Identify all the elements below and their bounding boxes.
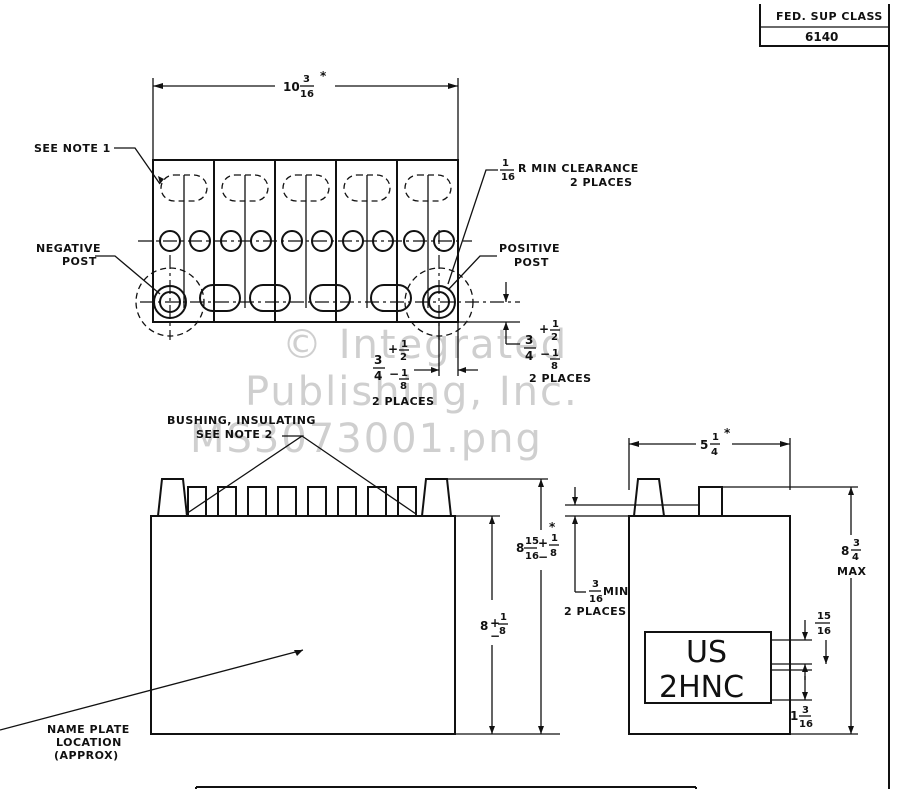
name-plate-label-3: (APPROX) xyxy=(54,749,119,762)
marking-line-1: US xyxy=(686,635,727,670)
right-dim-den: 4 xyxy=(525,349,533,363)
right-dim-plus-num: 1 xyxy=(552,319,559,330)
bottom-dim-minus-num: 1 xyxy=(401,368,408,379)
side-width-star: * xyxy=(724,426,731,440)
bushing-note: SEE NOTE 2 xyxy=(196,428,273,441)
bottom-dim-places: 2 PLACES xyxy=(372,395,435,408)
side-width-num: 1 xyxy=(712,432,719,443)
top-width-den: 16 xyxy=(300,89,314,100)
overall-height-num: 15 xyxy=(525,536,539,547)
marking-plate xyxy=(644,631,772,704)
plate-top-num: 15 xyxy=(817,611,831,622)
top-width-whole: 10 xyxy=(283,80,300,94)
bottom-dim-plus: + xyxy=(388,342,398,356)
case-height-whole: 8 xyxy=(480,619,488,633)
max-height-den: 4 xyxy=(852,552,859,563)
bottom-dim-minus-den: 8 xyxy=(400,381,407,392)
plate-top-den: 16 xyxy=(817,626,831,637)
right-dim-places: 2 PLACES xyxy=(529,372,592,385)
negative-post-label-1: NEGATIVE xyxy=(36,242,101,255)
watermark: © Integrated Publishing, Inc. MS3073001.… xyxy=(190,322,579,462)
case-height-plus-num: 1 xyxy=(500,612,507,623)
right-dim-num: 3 xyxy=(525,333,533,347)
case-height-minus: − xyxy=(490,629,500,643)
see-note-1-label: SEE NOTE 1 xyxy=(34,142,111,155)
right-dim-plus-den: 2 xyxy=(551,332,558,343)
title-block: FED. SUP CLASS 6140 xyxy=(759,4,890,47)
min-dim-den: 16 xyxy=(589,594,603,605)
max-height-label: MAX xyxy=(837,565,866,578)
min-dim-places: 2 PLACES xyxy=(564,605,627,618)
top-width-star: * xyxy=(320,69,327,83)
max-height-num: 3 xyxy=(853,538,860,549)
overall-height-star: * xyxy=(549,520,556,534)
top-width-num: 3 xyxy=(303,74,310,85)
max-height-whole: 8 xyxy=(841,544,849,558)
positive-post-label-2: POST xyxy=(514,256,549,269)
overall-height-minus-den: 8 xyxy=(550,548,557,559)
front-view: BUSHING, INSULATING SEE NOTE 2 NAME PLAT… xyxy=(0,414,560,762)
positive-post-label-1: POSITIVE xyxy=(499,242,560,255)
case-height-minus-den: 8 xyxy=(499,626,506,637)
side-view: 5 1 4 * 3 16 MIN 2 PLACES 8 3 4 MAX xyxy=(564,426,866,735)
case-height-plus: + xyxy=(490,616,500,630)
right-dim-minus-num: 1 xyxy=(552,348,559,359)
clearance-den: 16 xyxy=(501,172,515,183)
right-dim-plus: + xyxy=(539,322,549,336)
bottom-dim-plus-den: 2 xyxy=(400,352,407,363)
overall-height-whole: 8 xyxy=(516,541,524,555)
bushing-label: BUSHING, INSULATING xyxy=(167,414,316,427)
front-view-case xyxy=(150,515,456,735)
watermark-line-1: © Integrated xyxy=(282,322,568,368)
name-plate-label-1: NAME PLATE xyxy=(47,723,130,736)
watermark-line-2: Publishing, Inc. xyxy=(245,369,579,415)
title-block-value: 6140 xyxy=(805,30,838,44)
watermark-line-3: MS3073001.png xyxy=(190,416,543,462)
overall-height-plus: + xyxy=(538,536,548,550)
plate-bottom-num: 3 xyxy=(802,705,809,716)
negative-post-label-2: POST xyxy=(62,255,97,268)
side-width-den: 4 xyxy=(711,447,718,458)
plate-bottom-den: 16 xyxy=(799,719,813,730)
bottom-dim-num: 3 xyxy=(374,353,382,367)
marking-line-2: 2HNC xyxy=(659,670,744,705)
clearance-label: R MIN CLEARANCE xyxy=(518,162,639,175)
clearance-num: 1 xyxy=(502,158,509,169)
side-width-whole: 5 xyxy=(700,438,708,452)
bottom-dim-den: 4 xyxy=(374,369,382,383)
overall-height-den: 16 xyxy=(525,551,539,562)
min-dim-num: 3 xyxy=(592,579,599,590)
overall-height-plus-num: 1 xyxy=(551,533,558,544)
plate-bottom-whole: 1 xyxy=(790,709,798,723)
title-block-heading: FED. SUP CLASS xyxy=(776,10,883,23)
overall-height-minus: − xyxy=(538,550,548,564)
name-plate-label-2: LOCATION xyxy=(56,736,122,749)
right-dim-minus-den: 8 xyxy=(551,361,558,372)
bottom-dim-plus-num: 1 xyxy=(401,339,408,350)
bottom-dim-minus: − xyxy=(389,367,399,381)
clearance-places: 2 PLACES xyxy=(570,176,633,189)
min-dim-label: MIN xyxy=(603,585,629,598)
top-view: 10 3 16 * xyxy=(34,69,639,408)
right-dim-minus: − xyxy=(540,347,550,361)
